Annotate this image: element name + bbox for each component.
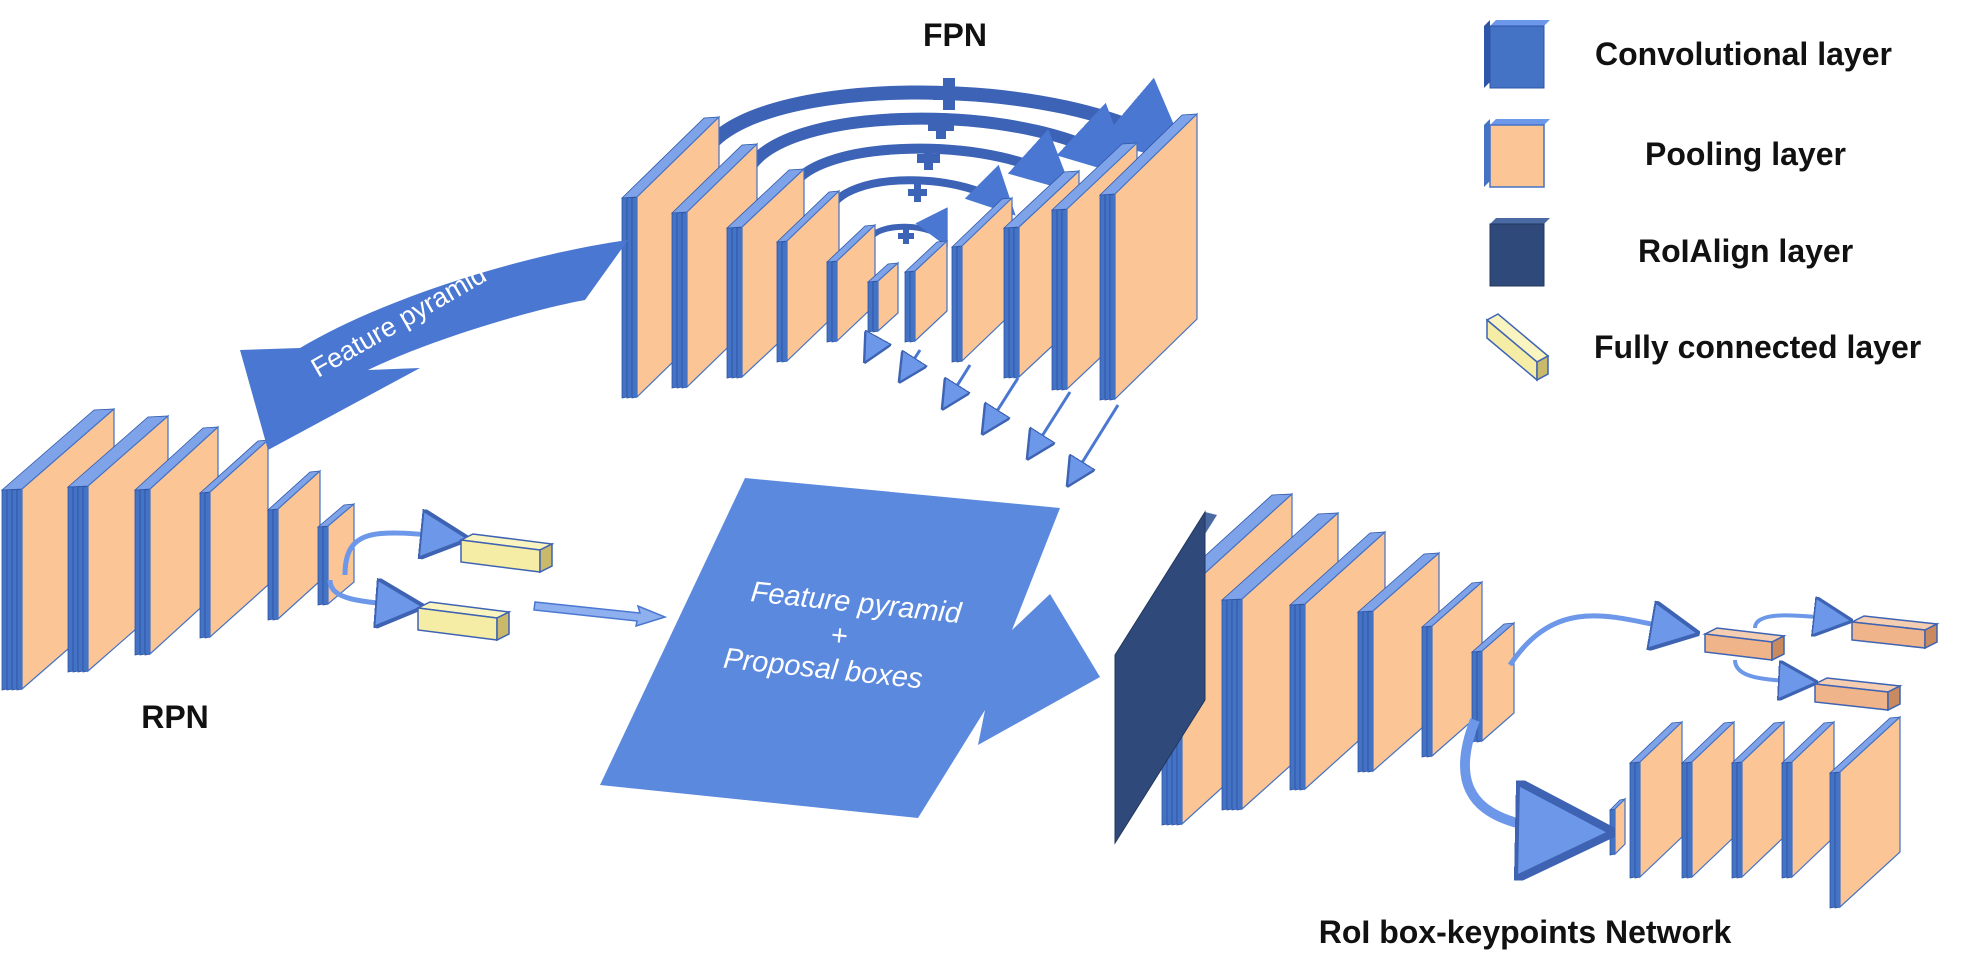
- fpn-output-arrow: [1030, 391, 1072, 455]
- fc-layer: [1812, 677, 1903, 712]
- roialign-layer: [1114, 510, 1217, 845]
- fpn-arch-2: [739, 102, 1134, 182]
- legend-label-fc: Fully connected layer: [1594, 329, 1921, 365]
- fpn-title: FPN: [923, 17, 987, 53]
- layer-block: [950, 196, 1014, 363]
- fpn-output-arrow: [902, 349, 920, 378]
- fpn-output-arrows: [867, 338, 1120, 482]
- roi-fc-layers: [1702, 615, 1940, 712]
- rpn-branch-arrow-top: [342, 533, 460, 576]
- fpn-output-arrow: [985, 377, 1020, 430]
- plus-icon: [928, 113, 954, 139]
- fc-layer: [1702, 627, 1787, 662]
- plus-icon: [908, 183, 927, 202]
- rpn-head: [327, 533, 668, 642]
- layer-block: [825, 223, 877, 343]
- roi-network-title: RoI box-keypoints Network: [1319, 914, 1732, 950]
- center-box-shape: [600, 478, 1100, 818]
- layer-block: [1470, 621, 1516, 743]
- legend-label-conv: Convolutional layer: [1595, 36, 1892, 72]
- layer-block: [198, 438, 270, 639]
- legend: Convolutional layer Pooling layer RoIAli…: [1484, 20, 1921, 382]
- keypoint-layers: [1608, 715, 1902, 909]
- legend-item-roialign: RoIAlign layer: [1489, 218, 1853, 287]
- center-box-line-2: +: [829, 619, 849, 653]
- fpn-output-arrow: [945, 364, 972, 405]
- fc-layer: [415, 601, 512, 642]
- rpn-to-box-arrow: [533, 601, 668, 628]
- layer-block: [866, 261, 900, 333]
- layer-block: [1608, 797, 1627, 856]
- layer-block: [1680, 720, 1736, 879]
- plus-icon: [917, 147, 940, 170]
- roi-layers: [1160, 492, 1516, 826]
- fc-layer: [1849, 615, 1940, 650]
- fpn-output-arrow: [867, 338, 878, 358]
- fpn-output-arrow: [1070, 404, 1120, 482]
- rpn-branch-arrow-bottom: [327, 580, 415, 606]
- legend-item-fc: Fully connected layer: [1485, 313, 1921, 382]
- layer-block: [316, 502, 356, 606]
- feature-pyramid-proposal-box: Feature pyramid + Proposal boxes: [600, 478, 1100, 818]
- layer-block: [1730, 720, 1786, 879]
- roi-head-arrows: [1459, 615, 1845, 832]
- layer-block: [1780, 720, 1836, 879]
- fc-layer: [458, 533, 555, 574]
- layer-block: [1628, 720, 1684, 879]
- fc-branch-arrow-bottom: [1733, 659, 1810, 682]
- fpn-plus-signs: [898, 78, 965, 244]
- legend-item-pool: Pooling layer: [1484, 119, 1846, 188]
- layer-block: [1098, 112, 1199, 401]
- legend-item-conv: Convolutional layer: [1484, 20, 1892, 89]
- rpn-layers: [0, 407, 356, 691]
- fpn-layers: [620, 112, 1199, 401]
- legend-label-pool: Pooling layer: [1645, 136, 1846, 172]
- plus-icon: [933, 78, 965, 110]
- layer-block: [266, 469, 322, 621]
- layer-block: [775, 189, 841, 363]
- fc-branch-arrow-top: [1753, 615, 1845, 628]
- feature-pyramid-arrow: Feature pyramid: [240, 240, 628, 450]
- legend-label-roialign: RoIAlign layer: [1638, 233, 1853, 269]
- layer-block: [903, 239, 949, 343]
- layer-block: [1420, 580, 1484, 758]
- rpn-title: RPN: [141, 699, 209, 735]
- roi-branch-arrow-top: [1507, 616, 1690, 667]
- roi-branch-arrow-bottom: [1459, 718, 1595, 832]
- plus-icon: [898, 228, 914, 244]
- feature-pyramid-arrow-shape: [240, 240, 628, 450]
- layer-block: [1828, 715, 1902, 909]
